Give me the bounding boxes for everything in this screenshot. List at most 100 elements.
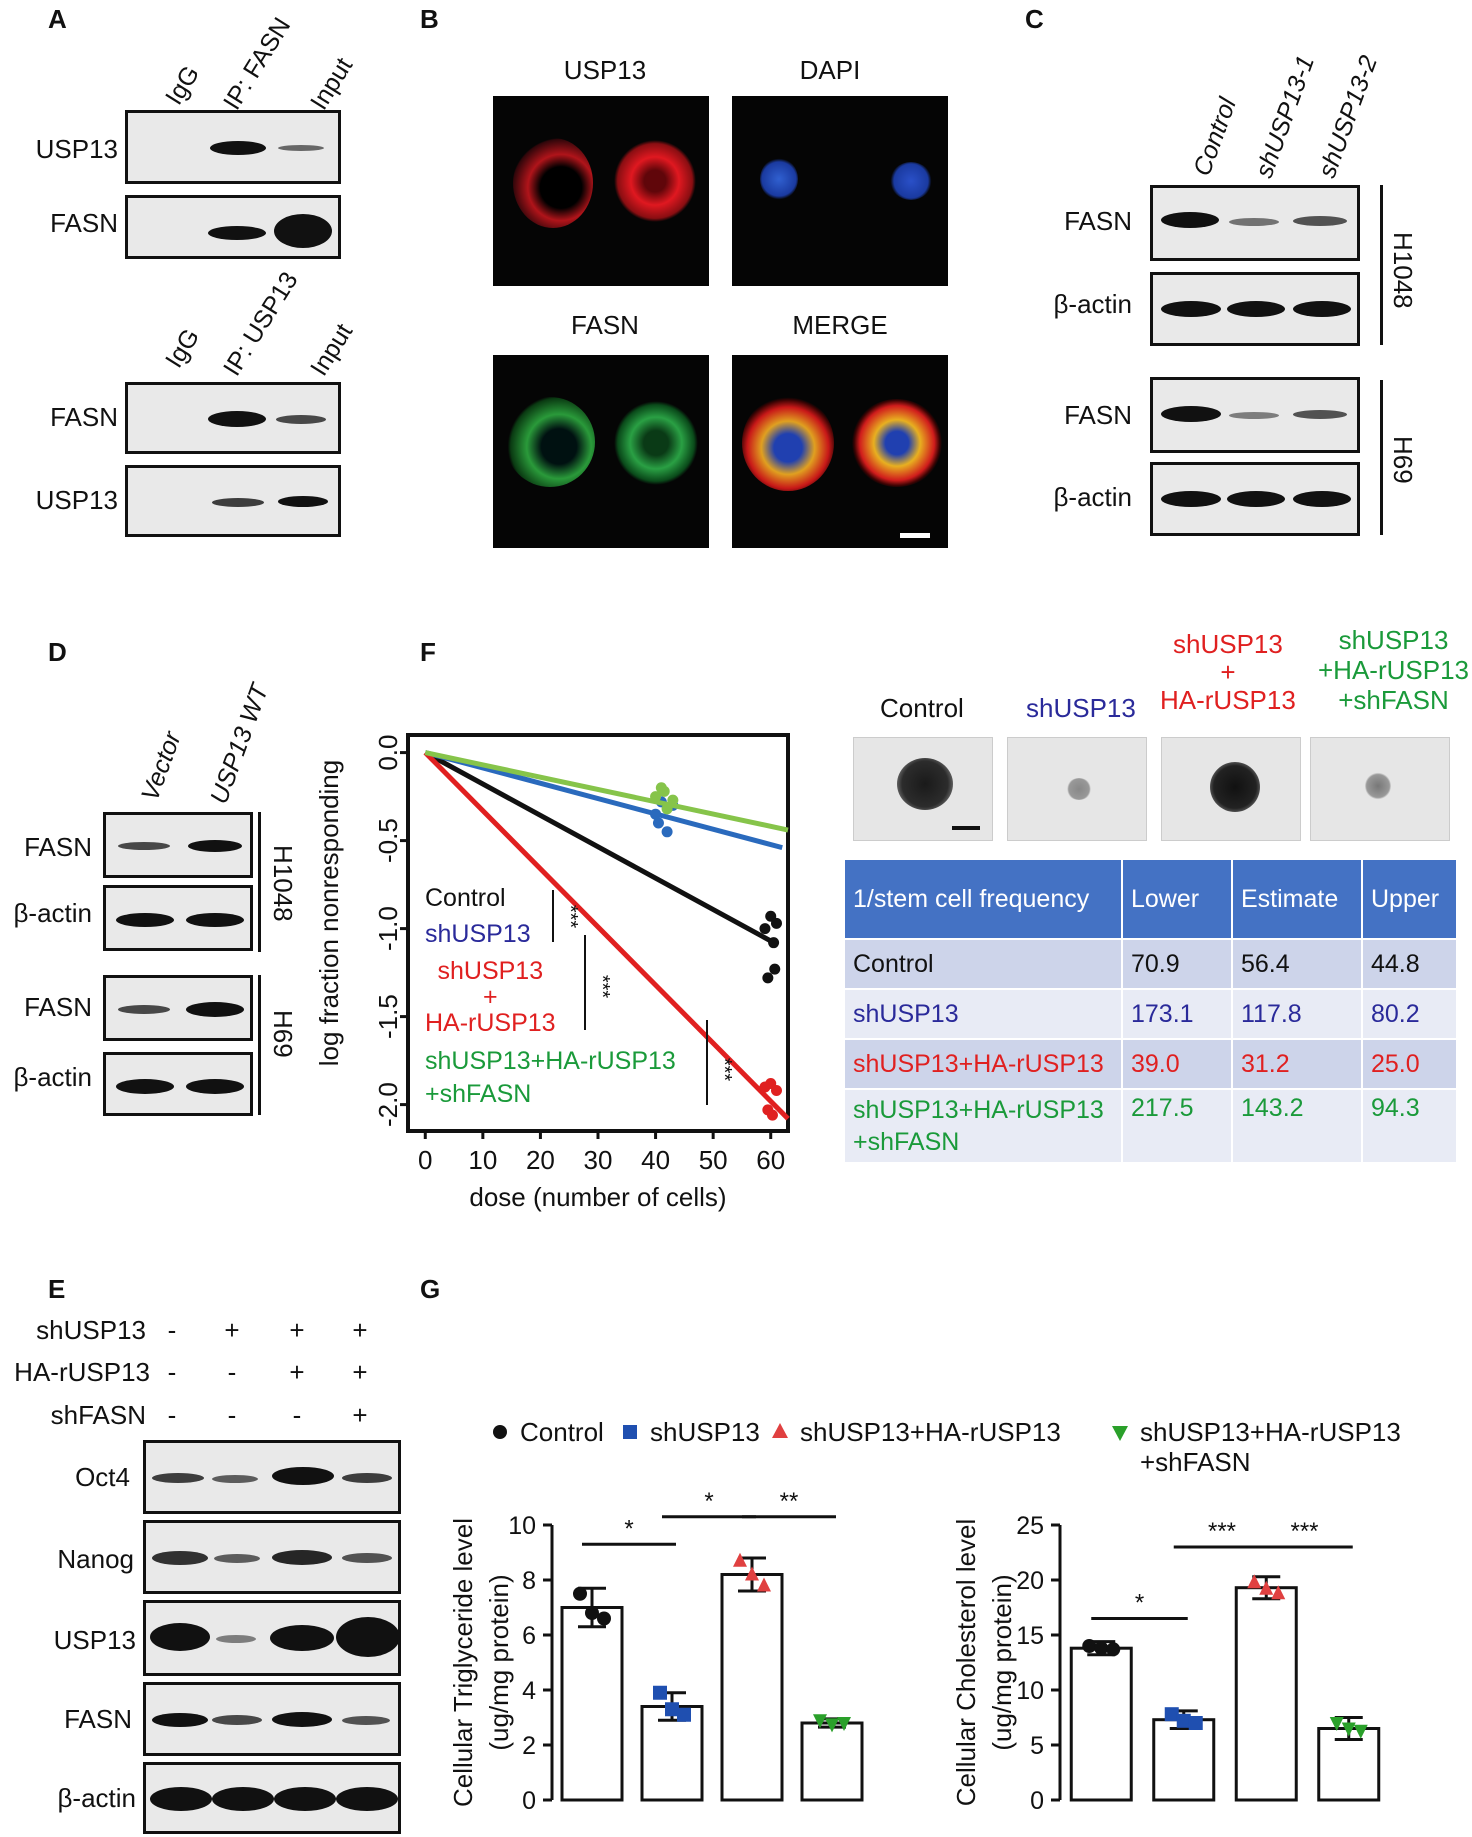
blot-fasn bbox=[1150, 377, 1360, 453]
y-axis-label: (ug/mg protein) bbox=[484, 1574, 514, 1750]
y-tick-label: 10 bbox=[1016, 1677, 1044, 1705]
lane-label: USP13 WT bbox=[205, 680, 275, 808]
row-label: Nanog bbox=[57, 1544, 134, 1574]
table-cell: 80.2 bbox=[1361, 988, 1458, 1040]
legend-label: +shFASN bbox=[1140, 1447, 1251, 1477]
micro-merge bbox=[732, 355, 948, 548]
table-header-cell: 1/stem cell frequency bbox=[843, 858, 1123, 940]
table-row: shUSP13+HA-rUSP13 39.0 31.2 25.0 bbox=[843, 1038, 1458, 1090]
y-tick-label: -0.5 bbox=[373, 818, 403, 863]
lane-label: IgG bbox=[160, 60, 206, 110]
data-point bbox=[766, 1109, 778, 1121]
x-tick-label: 50 bbox=[699, 1145, 728, 1175]
sphere-image bbox=[1161, 737, 1301, 841]
legend-marker bbox=[623, 1425, 637, 1439]
table-cell: 31.2 bbox=[1231, 1038, 1363, 1090]
condition-label: shUSP13 bbox=[36, 1315, 146, 1345]
table-cell: Control bbox=[843, 938, 1123, 990]
sphere-label: shUSP13 bbox=[1026, 693, 1136, 723]
blot-beta-actin bbox=[1150, 272, 1360, 346]
lane-label: IgG bbox=[160, 323, 206, 373]
micro-title: FASN bbox=[571, 310, 639, 340]
micro-fasn bbox=[493, 355, 709, 548]
row-label: β-actin bbox=[13, 898, 92, 928]
blot-beta-actin bbox=[103, 1052, 253, 1116]
micro-usp13 bbox=[493, 96, 709, 286]
condition-label: HA-rUSP13 bbox=[14, 1357, 150, 1387]
blot-fasn bbox=[1150, 185, 1360, 261]
table-cell: 217.5 bbox=[1121, 1088, 1233, 1164]
data-point bbox=[733, 1552, 747, 1567]
condition-sign: - bbox=[167, 1400, 177, 1430]
row-label: β-actin bbox=[13, 1062, 92, 1092]
panel-label-b: B bbox=[420, 4, 439, 34]
data-point bbox=[762, 972, 774, 984]
data-point bbox=[653, 1685, 667, 1700]
y-tick-label: 0 bbox=[1030, 1787, 1044, 1815]
row-label: FASN bbox=[24, 832, 92, 862]
panel-label-d: D bbox=[48, 637, 67, 667]
table-cell: 143.2 bbox=[1231, 1088, 1363, 1164]
data-point bbox=[1094, 1641, 1109, 1656]
y-tick-label: 15 bbox=[1016, 1622, 1044, 1650]
sig-marker: *** bbox=[559, 904, 582, 929]
sig-marker: *** bbox=[591, 974, 614, 999]
data-point bbox=[1247, 1574, 1262, 1589]
lane-label: Vector bbox=[136, 727, 187, 805]
condition-sign: + bbox=[224, 1315, 240, 1345]
scale-bar bbox=[952, 826, 980, 830]
legend-marker bbox=[1112, 1426, 1128, 1441]
lane-label: IP: USP13 bbox=[218, 267, 304, 381]
data-point bbox=[661, 803, 673, 815]
data-point bbox=[757, 1577, 771, 1592]
table-header-row: 1/stem cell frequency Lower Estimate Upp… bbox=[843, 858, 1458, 940]
legend-marker bbox=[493, 1425, 507, 1439]
data-point bbox=[1259, 1580, 1274, 1595]
bar bbox=[640, 1705, 704, 1802]
cell-line-label: H69 bbox=[268, 1010, 298, 1058]
data-point bbox=[667, 794, 679, 806]
lane-label: Control bbox=[1188, 94, 1242, 180]
condition-sign: + bbox=[352, 1315, 368, 1345]
data-point bbox=[759, 923, 771, 935]
micro-title: USP13 bbox=[563, 55, 647, 85]
blot-fasn bbox=[125, 382, 341, 454]
sig-marker: *** bbox=[713, 1057, 736, 1082]
row-label: USP13 bbox=[53, 1625, 136, 1655]
stem-cell-frequency-table: 1/stem cell frequency Lower Estimate Upp… bbox=[843, 858, 1458, 1164]
lane-label: Input bbox=[305, 52, 359, 115]
bar bbox=[720, 1573, 784, 1802]
cell-line-label: H1048 bbox=[268, 845, 298, 922]
data-point bbox=[1329, 1717, 1344, 1731]
blot-fasn bbox=[103, 975, 253, 1041]
condition-sign: - bbox=[167, 1357, 177, 1387]
micro-title: MERGE bbox=[792, 310, 888, 340]
y-tick-label: 5 bbox=[1030, 1732, 1044, 1760]
data-point bbox=[769, 963, 781, 975]
legend-label: shUSP13+HA-rUSP13 bbox=[800, 1417, 1061, 1447]
sphere-image bbox=[853, 737, 993, 841]
table-cell: shUSP13 bbox=[843, 988, 1123, 1040]
series-line bbox=[424, 750, 783, 851]
table-row: shUSP13 173.1 117.8 80.2 bbox=[843, 988, 1458, 1040]
data-point bbox=[652, 817, 664, 829]
data-point bbox=[677, 1707, 691, 1722]
y-tick-label: 0.0 bbox=[373, 735, 403, 771]
blot-usp13 bbox=[125, 465, 341, 537]
x-tick-label: 60 bbox=[756, 1145, 785, 1175]
condition-label: shFASN bbox=[50, 1400, 146, 1430]
data-point bbox=[650, 808, 662, 820]
y-tick-label: 2 bbox=[522, 1732, 536, 1760]
data-point bbox=[745, 1566, 759, 1581]
sig-marker: * bbox=[1135, 1590, 1144, 1617]
legend-label: Control bbox=[520, 1417, 604, 1447]
sphere-label: shUSP13 + HA-rUSP13 bbox=[1160, 629, 1296, 715]
cell-line-label: H1048 bbox=[1388, 232, 1418, 309]
panel-label-a: A bbox=[48, 4, 67, 34]
data-point bbox=[770, 917, 782, 929]
blot-beta-actin bbox=[143, 1762, 401, 1834]
data-point bbox=[597, 1611, 611, 1626]
table-cell: 56.4 bbox=[1231, 938, 1363, 990]
y-tick-label: 4 bbox=[522, 1677, 536, 1705]
